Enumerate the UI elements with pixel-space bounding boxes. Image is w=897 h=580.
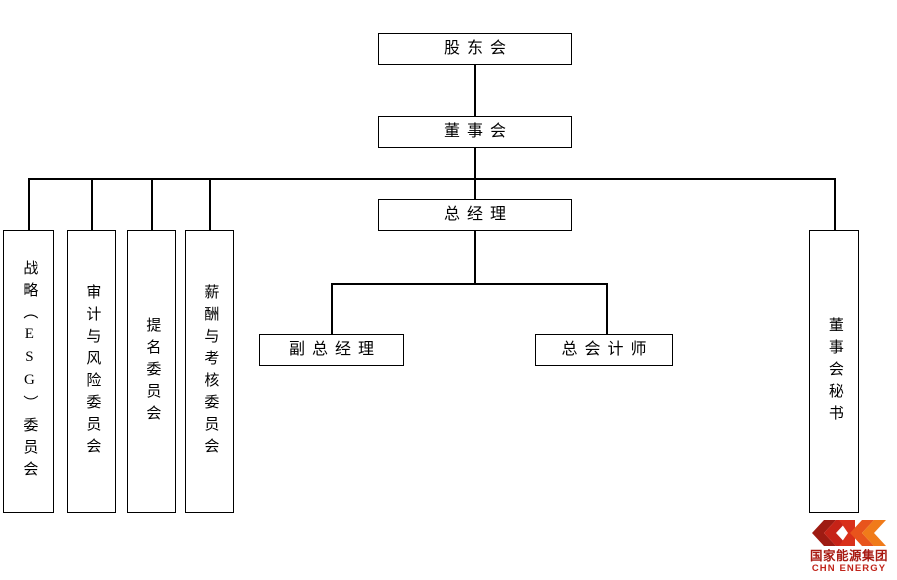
company-logo: 国家能源集团 CHN ENERGY [803, 517, 895, 577]
node-strategy-esg-committee[interactable]: 战略（ESG）委员会 [3, 230, 54, 513]
node-audit-risk-committee[interactable]: 审计与风险委员会 [67, 230, 116, 513]
node-label-chief-accountant: 总会计师 [561, 341, 654, 359]
node-label-board-secretary: 董事会秘书 [826, 316, 843, 427]
node-shareholders-meeting[interactable]: 股东会 [378, 33, 572, 65]
connector-bus-to-deputy-general-manager [331, 283, 333, 335]
connector-bus-to-audit-risk-committee [91, 178, 93, 231]
node-label-strategy-esg-committee: 战略（ESG）委员会 [21, 260, 38, 483]
chn-energy-emblem-icon [812, 520, 886, 546]
node-chief-accountant[interactable]: 总会计师 [535, 334, 673, 366]
connector-shareholders-to-board [474, 65, 476, 116]
node-label-general-manager: 总经理 [443, 206, 513, 224]
connector-general-manager-to-bus [474, 231, 476, 284]
node-label-nomination-committee: 提名委员会 [144, 316, 161, 427]
connector-bus-to-general-manager [474, 178, 476, 200]
connector-bus-to-nomination-committee [151, 178, 153, 231]
node-nomination-committee[interactable]: 提名委员会 [127, 230, 176, 513]
connector-bus-to-remuneration-appraisal-committee [209, 178, 211, 231]
node-board-of-directors[interactable]: 董事会 [378, 116, 572, 148]
node-deputy-general-manager[interactable]: 副总经理 [259, 334, 404, 366]
connector-board-horizontal-bus [28, 178, 836, 180]
node-label-board-of-directors: 董事会 [443, 123, 513, 141]
connector-bus-to-board-secretary [834, 178, 836, 231]
node-general-manager[interactable]: 总经理 [378, 199, 572, 231]
node-label-audit-risk-committee: 审计与风险委员会 [84, 283, 101, 460]
connector-bus-to-chief-accountant [606, 283, 608, 335]
connector-board-to-bus [474, 148, 476, 179]
node-remuneration-appraisal-committee[interactable]: 薪酬与考核委员会 [185, 230, 234, 513]
logo-chinese-name: 国家能源集团 [809, 549, 888, 563]
node-label-remuneration-appraisal-committee: 薪酬与考核委员会 [202, 283, 219, 460]
connector-general-manager-horizontal-bus [331, 283, 608, 285]
connector-bus-to-strategy-esg-committee [28, 178, 30, 231]
logo-english-name: CHN ENERGY [811, 563, 887, 574]
node-board-secretary[interactable]: 董事会秘书 [809, 230, 859, 513]
node-label-deputy-general-manager: 副总经理 [288, 341, 381, 359]
node-label-shareholders-meeting: 股东会 [443, 40, 513, 58]
